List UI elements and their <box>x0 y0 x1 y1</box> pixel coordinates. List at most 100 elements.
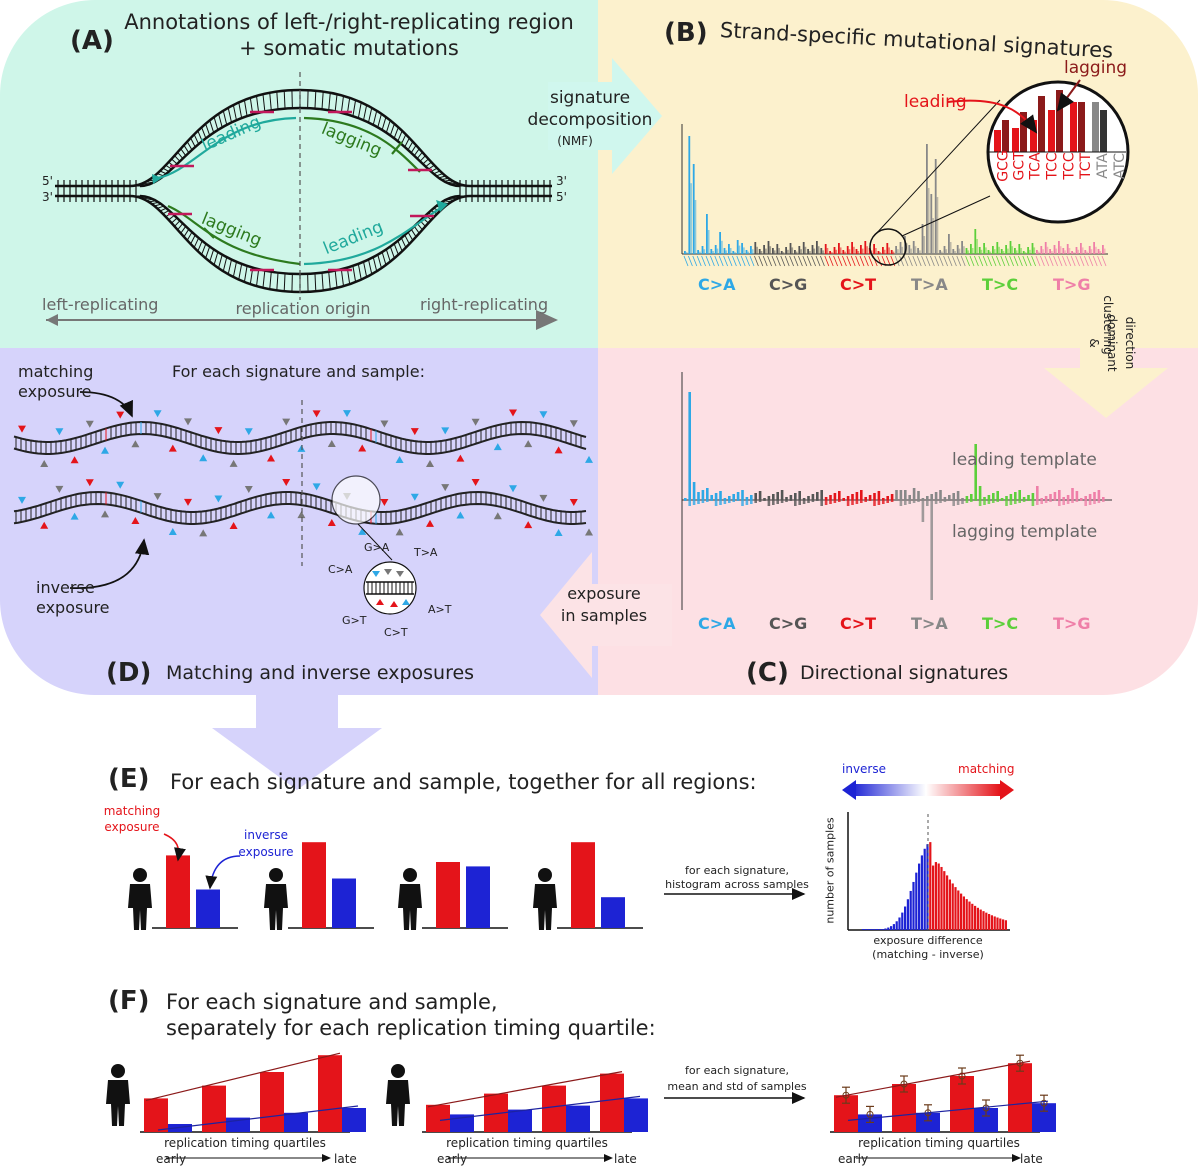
spectrum-bar <box>927 188 930 254</box>
spectrum-bar <box>750 246 752 254</box>
context-tick <box>789 255 794 267</box>
spectrum-bar <box>716 248 719 254</box>
spectrum-bar <box>1022 251 1025 254</box>
hist-y-label: number of samples <box>823 817 837 924</box>
dna-rung <box>269 271 272 290</box>
inverse-trend-line <box>439 1095 641 1121</box>
dna-rung <box>407 141 414 151</box>
arrow-bc-line3: dominant <box>1105 314 1119 372</box>
arrowhead <box>46 314 58 326</box>
spectrum-bar <box>1093 242 1095 254</box>
hist-bar <box>909 890 912 930</box>
directional-bar-down <box>688 500 691 506</box>
label-lagging-template: lagging template <box>952 522 1098 542</box>
inverse-quartile-bar <box>168 1124 192 1132</box>
mutation-marker <box>343 410 351 418</box>
mutation-marker <box>55 485 64 493</box>
strand-end-5p-left: 5' <box>42 174 53 188</box>
spectrum-bar <box>738 245 741 254</box>
spectrum-bar <box>710 249 713 254</box>
arrow-d-to-e <box>212 695 382 790</box>
directional-bar-up <box>956 491 960 500</box>
context-tick <box>1057 255 1063 267</box>
matching-bar <box>302 842 326 928</box>
mutation-marker <box>410 428 419 436</box>
context-tick <box>806 255 812 267</box>
directional-bar-down <box>1009 500 1013 505</box>
panel-b-letter: (B) <box>664 18 708 48</box>
dna-rung <box>255 269 260 287</box>
directional-bar-down <box>912 500 916 503</box>
context-tick <box>1009 255 1014 267</box>
spectrum-bar <box>875 248 877 254</box>
directional-bar-up <box>943 497 947 500</box>
f2-late: late <box>614 1152 637 1166</box>
hist-bar <box>864 929 867 930</box>
directional-bar-up <box>908 495 911 500</box>
spectrum-bar <box>776 244 779 254</box>
directional-bar-up <box>833 493 837 500</box>
dna-rung <box>177 223 184 231</box>
mutation-marker <box>85 420 94 428</box>
dna-rung <box>340 95 345 113</box>
mutation-marker <box>40 459 49 467</box>
hist-bar <box>901 912 904 930</box>
spectrum-bar <box>743 247 745 254</box>
directional-bar-down <box>978 500 982 506</box>
spectrum-bar <box>789 243 792 254</box>
directional-bar-up <box>1027 495 1030 500</box>
dna-rung <box>222 257 228 272</box>
spectrum-bar <box>1088 246 1091 254</box>
mutation-marker <box>426 459 434 467</box>
dna-rung <box>416 151 423 159</box>
context-tick <box>916 255 922 267</box>
context-tick <box>1070 255 1076 267</box>
spectrum-bar <box>965 248 968 254</box>
context-tick <box>833 255 838 267</box>
spectrum-bar <box>824 244 827 254</box>
dna-rung <box>159 170 167 175</box>
directional-bar-down <box>877 500 881 505</box>
f2-x-label: replication timing quartiles <box>446 1136 608 1150</box>
mutation-marker <box>297 511 306 519</box>
directional-bar-down <box>1075 500 1079 502</box>
directional-bar-up <box>719 491 722 500</box>
dna-rung <box>436 173 443 177</box>
directional-bar-down <box>776 500 779 504</box>
directional-bar-up <box>895 490 898 500</box>
dna-rung <box>243 265 248 283</box>
panel-a-diagram <box>46 72 558 330</box>
context-tick <box>749 255 755 267</box>
directional-bar-up <box>1102 497 1105 500</box>
mutation-marker <box>131 440 140 448</box>
directional-bar-down <box>723 500 727 504</box>
context-tick <box>688 255 693 267</box>
mutation-marker <box>585 528 593 536</box>
dna-rung <box>340 269 345 287</box>
dna-rung <box>283 90 286 109</box>
zoom-context-label: TCA <box>1027 152 1044 180</box>
spectrum-bar <box>1080 243 1082 254</box>
dna-strand <box>13 490 587 514</box>
dna-rung <box>428 164 435 170</box>
mutation-marker <box>282 479 291 487</box>
context-tick <box>1018 255 1023 267</box>
category-label-3: C>T <box>840 614 877 633</box>
context-tick <box>828 255 834 267</box>
directional-bar-down <box>824 500 828 505</box>
spectrum-bar <box>1027 247 1029 254</box>
dna-rung <box>157 205 164 209</box>
mut-label-ca: C>A <box>328 563 353 576</box>
scale-label-inverse: inverse <box>842 762 886 776</box>
dna-rung <box>227 107 232 123</box>
inverse-bar <box>196 889 220 928</box>
context-tick <box>771 255 777 267</box>
hist-bar <box>920 855 923 930</box>
context-tick <box>930 255 935 267</box>
directional-bar-up <box>710 495 713 500</box>
spectrum-bar <box>895 246 897 254</box>
lagging-arrow <box>203 227 215 239</box>
spectrum-bar <box>1002 251 1005 254</box>
dna-rung <box>446 198 455 201</box>
spectrum-bar <box>816 241 818 254</box>
